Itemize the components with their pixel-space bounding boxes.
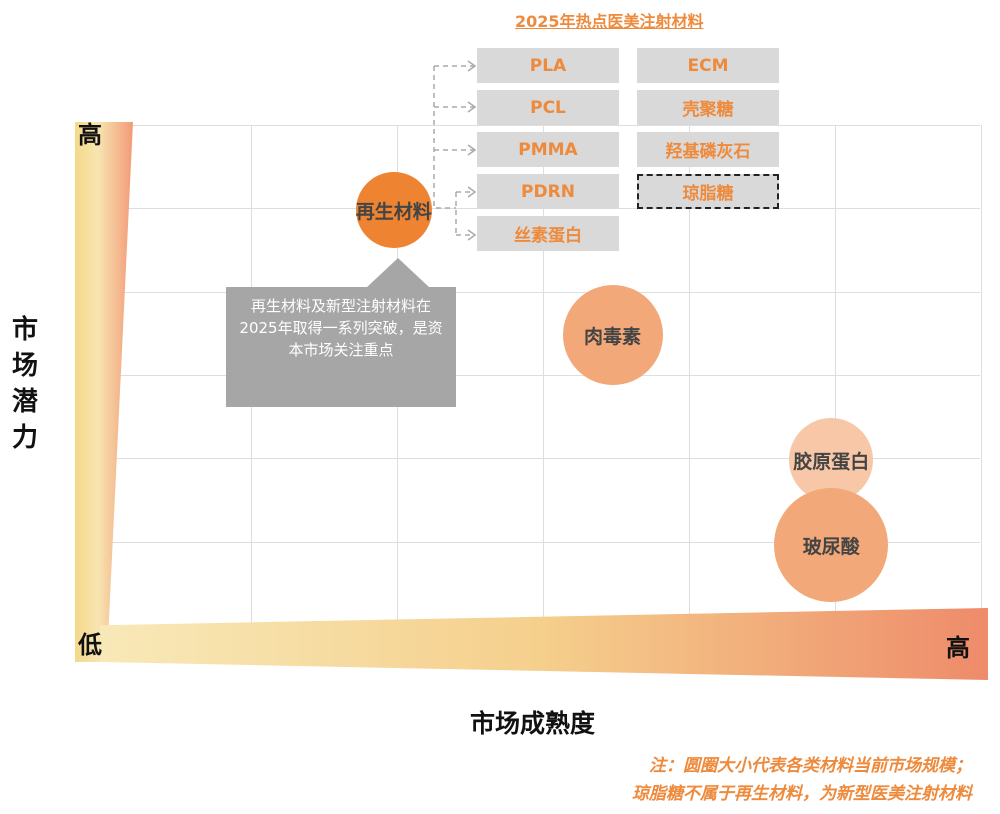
bubble-label: 胶原蛋白 [793, 450, 870, 473]
bubble-1: 肉毒素 [562, 285, 663, 385]
x-axis-title: 市场成熟度 [470, 709, 596, 738]
connector-arrows [433, 60, 477, 241]
bubble-label: 玻尿酸 [802, 535, 860, 558]
gridline-vertical [835, 125, 836, 625]
material-box: ECM [637, 48, 779, 83]
material-box: PMMA [477, 132, 619, 167]
gridline-horizontal [105, 125, 980, 126]
gridline-horizontal [105, 541, 980, 543]
gridline-horizontal [105, 374, 980, 376]
y-axis-high-label: 高 [78, 121, 102, 149]
x-axis-high-label: 高 [946, 634, 970, 662]
footnote-line-2: 琼脂糖不属于再生材料，为新型医美注射材料 [632, 784, 972, 804]
gridline-vertical [981, 125, 982, 625]
bubble-label: 肉毒素 [583, 325, 641, 348]
callout-box: 再生材料及新型注射材料在2025年取得一系列突破，是资本市场关注重点 [226, 287, 456, 407]
x-axis-gradient [100, 608, 988, 680]
footnote-line-1: 注：圆圈大小代表各类材料当前市场规模； [649, 756, 972, 776]
callout-pointer [366, 258, 430, 288]
y-axis-title: 市场潜力 [12, 315, 39, 453]
material-box: 羟基磷灰石 [637, 132, 779, 167]
material-box: 丝素蛋白 [477, 216, 619, 251]
gridline-horizontal [105, 458, 980, 460]
material-box-new-type: 琼脂糖 [637, 174, 779, 209]
bubble-label: 再生材料 [355, 200, 432, 223]
material-box: PCL [477, 90, 619, 125]
material-box: PDRN [477, 174, 619, 209]
chart-title: 2025年热点医美注射材料 [515, 12, 704, 31]
material-box: 壳聚糖 [637, 90, 779, 125]
bubble-0: 再生材料 [355, 172, 432, 248]
bubble-3: 玻尿酸 [774, 488, 889, 602]
footnote: 注：圆圈大小代表各类材料当前市场规模； 琼脂糖不属于再生材料，为新型医美注射材料 [632, 752, 972, 808]
y-axis-low-label: 低 [78, 631, 102, 659]
gridline-horizontal [105, 291, 980, 293]
gridline-vertical [689, 125, 690, 625]
material-box: PLA [477, 48, 619, 83]
